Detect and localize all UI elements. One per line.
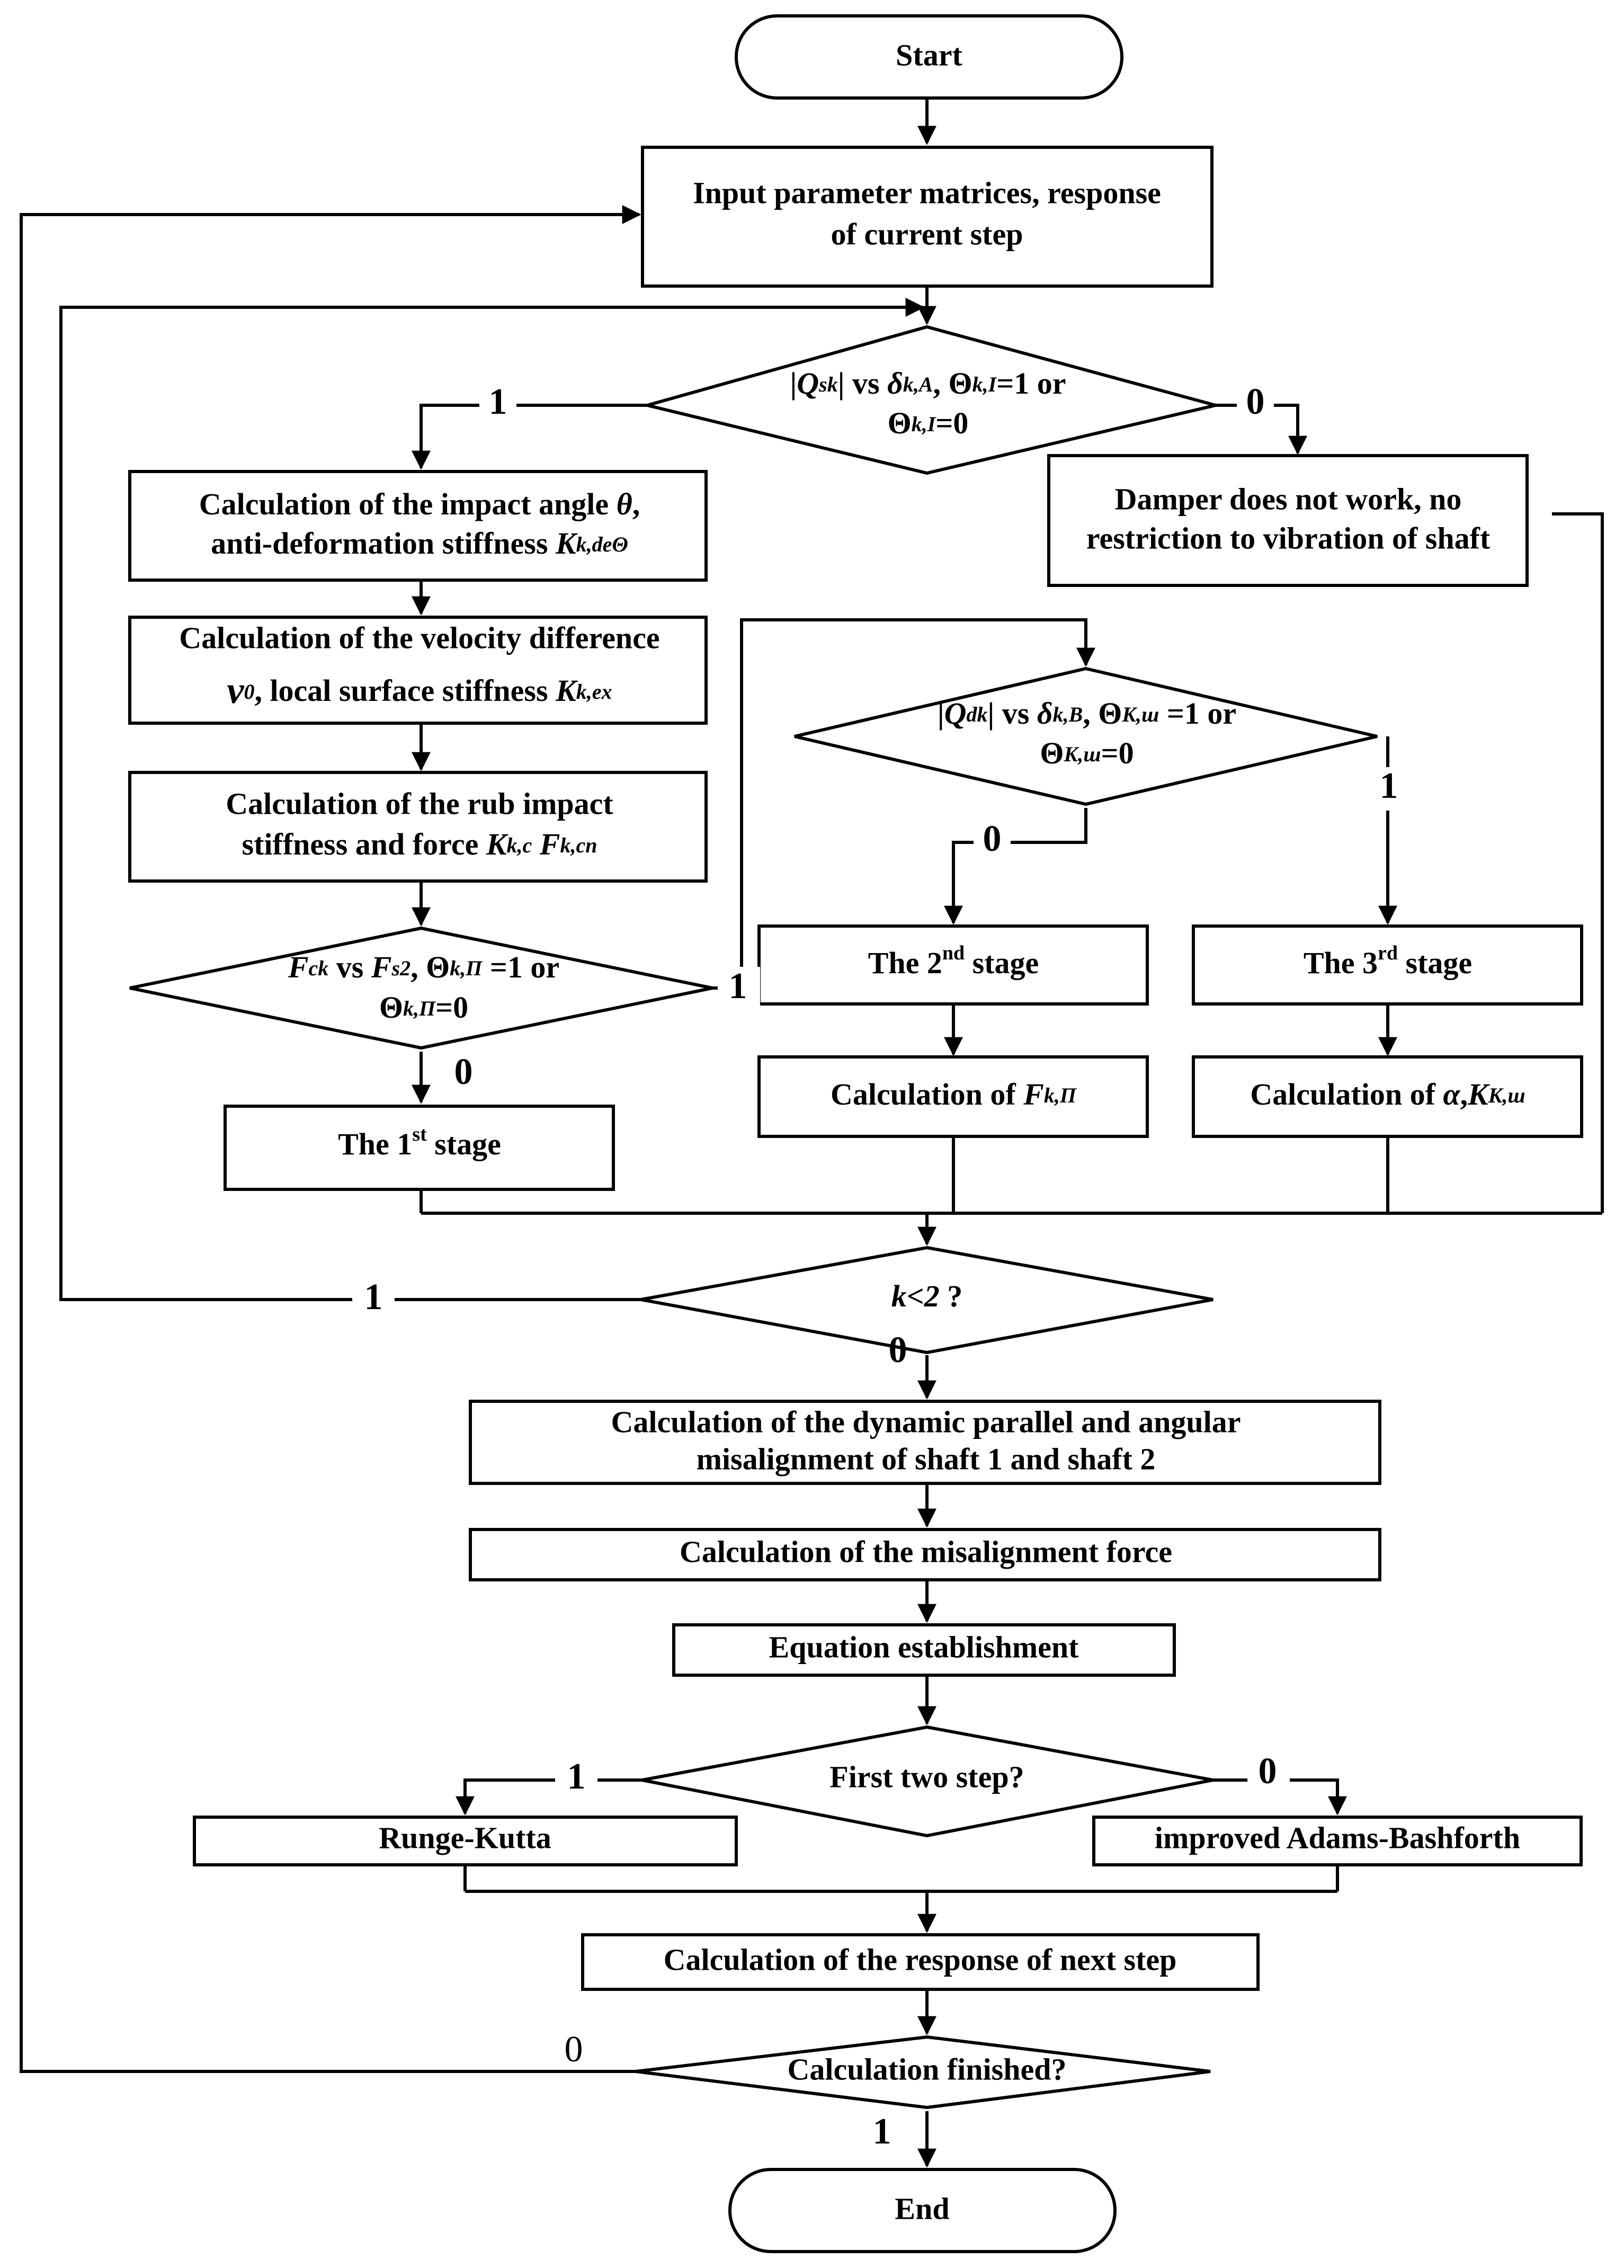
d6-yes-label: 1 <box>873 2111 891 2152</box>
edge-damper-merge <box>1552 512 1604 1213</box>
d6-no-label: 0 <box>565 2029 583 2070</box>
calc-rub-impact-node: Calculation of the rub impact stiffness … <box>128 771 708 883</box>
calc-angle-line2: anti-deformation stiffness Kk,deΘ <box>211 526 628 561</box>
d3-line1: |Qdk| vs δk,B, ΘK,ш =1 or <box>938 696 1236 731</box>
d1-no-label: 0 <box>1246 381 1265 422</box>
equation-node: Equation establishment <box>672 1623 1176 1677</box>
d5-no-label: 0 <box>1259 1751 1277 1792</box>
d1-yes-label: 1 <box>489 381 507 422</box>
calc-rub-line2: stiffness and force Kk,c Fk,cn <box>242 827 597 861</box>
stage2-label: The 2nd stage <box>868 942 1039 981</box>
adams-label: improved Adams-Bashforth <box>1155 1820 1520 1855</box>
calc-misalign-line2: misalignment of shaft 1 and shaft 2 <box>697 1442 1156 1476</box>
start-node: Start <box>735 14 1123 100</box>
calc-force-label: Calculation of the misalignment force <box>680 1534 1172 1569</box>
equation-label: Equation establishment <box>769 1630 1079 1664</box>
calc-misalign-line1: Calculation of the dynamic parallel and … <box>611 1404 1241 1439</box>
input-node: Input parameter matrices, response of cu… <box>641 146 1213 288</box>
damper-line1: Damper does not work, no <box>1115 482 1462 516</box>
stage1-label: The 1st stage <box>338 1123 501 1162</box>
damper-line2: restriction to vibration of shaft <box>1086 521 1491 555</box>
calc-rub-line1: Calculation of the rub impact <box>226 786 613 821</box>
calc-misalignment-force-node: Calculation of the misalignment force <box>469 1528 1381 1581</box>
decision-shaft-count: k<2 ? <box>640 1246 1213 1355</box>
calc-velocity-line1: Calculation of the velocity difference <box>179 620 659 655</box>
d2-no-label: 0 <box>454 1052 473 1092</box>
d5-label: First two step? <box>829 1759 1024 1794</box>
edge-d5-yes <box>456 1778 642 1816</box>
calc-angle-line1: Calculation of the impact angle θ, <box>199 487 640 521</box>
runge-label: Runge-Kutta <box>379 1820 551 1855</box>
calc-velocity-node: Calculation of the velocity difference v… <box>128 616 708 725</box>
calc-response-node: Calculation of the response of next step <box>581 1933 1260 1991</box>
d4-yes-label: 1 <box>364 1277 383 1318</box>
decision-contact-shaft-damper: |Qsk| vs δk,A, Θk,I=1 or Θk,I=0 <box>641 325 1216 475</box>
edge-d1-yes <box>412 404 647 470</box>
adams-bashforth-node: improved Adams-Bashforth <box>1092 1816 1583 1866</box>
edge-d4-yes <box>59 298 925 1301</box>
d2-line1: Fck vs Fs2, Θk,П =1 or <box>288 950 559 984</box>
d6-label: Calculation finished? <box>788 2052 1067 2086</box>
stage1-node: The 1st stage <box>224 1105 615 1191</box>
end-node: End <box>728 2168 1117 2253</box>
edge-labels: 1 0 1 0 1 0 1 0 1 0 0 1 <box>352 381 1406 2152</box>
decision-contact-coupling: |Qdk| vs δk,B, ΘK,ш =1 or ΘK,ш=0 <box>794 666 1378 806</box>
d3-no-label: 0 <box>983 819 1002 859</box>
d2-yes-label: 1 <box>729 966 747 1007</box>
calc-alpha-label: Calculation of α,KK,ш <box>1250 1077 1525 1111</box>
stage3-node: The 3rd stage <box>1192 924 1583 1006</box>
stage3-label: The 3rd stage <box>1304 942 1472 981</box>
decision-friction-force: Fck vs Fs2, Θk,П =1 or Θk,П=0 <box>129 926 713 1050</box>
d2-line2: Θk,П=0 <box>379 990 468 1025</box>
decision-first-two-step: First two step? <box>641 1725 1213 1838</box>
calc-velocity-line2: v0, local surface stiffness Kk,ex <box>227 669 612 711</box>
input-label-line2: of current step <box>831 217 1023 251</box>
damper-node: Damper does not work, no restriction to … <box>1047 454 1529 587</box>
calc-friction-force-node: Calculation of Fk,П <box>757 1055 1149 1138</box>
runge-kutta-node: Runge-Kutta <box>193 1816 738 1866</box>
d1-line2: Θk,I=0 <box>888 406 969 440</box>
input-label-line1: Input parameter matrices, response <box>693 175 1161 210</box>
start-label: Start <box>896 38 962 72</box>
d1-line1: |Qsk| vs δk,A, Θk,I=1 or <box>790 366 1066 401</box>
d4-label: k<2 ? <box>891 1279 963 1313</box>
d5-yes-label: 1 <box>567 1756 586 1797</box>
calc-f-label: Calculation of Fk,П <box>831 1077 1077 1111</box>
calc-alpha-node: Calculation of α,KK,ш <box>1192 1055 1583 1138</box>
decision-finished: Calculation finished? <box>635 2035 1211 2110</box>
stage2-node: The 2nd stage <box>757 924 1149 1006</box>
edge-d6-no <box>20 205 641 2073</box>
calc-impact-angle-node: Calculation of the impact angle θ, anti-… <box>128 470 708 582</box>
end-label: End <box>895 2191 949 2226</box>
d3-line2: ΘK,ш=0 <box>1040 736 1134 770</box>
calc-response-label: Calculation of the response of next step <box>664 1942 1177 1977</box>
calc-misalignment-node: Calculation of the dynamic parallel and … <box>469 1400 1381 1485</box>
d3-yes-label: 1 <box>1380 766 1398 806</box>
d4-no-label: 0 <box>889 1330 907 1371</box>
edge-d3-no <box>944 808 1087 925</box>
